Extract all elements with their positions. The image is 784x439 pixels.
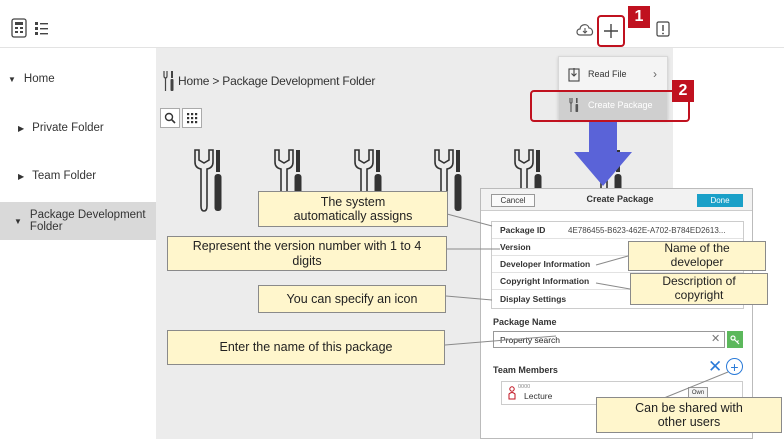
callout-package-name: Enter the name of this package bbox=[167, 330, 445, 365]
package-id-label: Package ID bbox=[500, 225, 546, 235]
user-icon bbox=[508, 386, 516, 405]
sidebar-item-label: Home bbox=[23, 73, 55, 85]
package-id-row: Package ID 4E786455-B623-462E-A702-B784E… bbox=[492, 222, 743, 239]
remove-member-icon[interactable]: ✕ bbox=[708, 357, 723, 376]
developer-info-row[interactable]: Developer Information bbox=[492, 256, 743, 273]
search-icon bbox=[164, 112, 176, 124]
sidebar-item-package-development-folder[interactable]: ▼ Package Development Folder bbox=[0, 202, 156, 240]
name-tool-button[interactable] bbox=[727, 331, 743, 348]
cancel-button[interactable]: Cancel bbox=[491, 194, 535, 207]
team-members-label: Team Members bbox=[493, 365, 558, 375]
list-view-icon[interactable] bbox=[34, 20, 50, 36]
member-name: Lecture bbox=[524, 391, 553, 401]
member-sub-label: 0000 bbox=[518, 384, 531, 390]
package-name-label: Package Name bbox=[493, 317, 557, 327]
highlight-add-button bbox=[597, 15, 625, 47]
clear-icon[interactable]: ✕ bbox=[711, 333, 721, 345]
chevron-right-icon: ▶ bbox=[18, 171, 25, 181]
menu-item-label: Create Package bbox=[588, 100, 653, 110]
copyright-info-row[interactable]: Copyright Information bbox=[492, 273, 743, 290]
package-icon[interactable] bbox=[192, 148, 224, 219]
plus-icon: + bbox=[730, 358, 739, 375]
breadcrumb[interactable]: Home > Package Development Folder bbox=[178, 74, 376, 88]
menu-item-label: Read File bbox=[588, 69, 627, 79]
chevron-right-icon: ▶ bbox=[18, 123, 25, 133]
developer-info-label: Developer Information bbox=[500, 259, 591, 269]
add-icon[interactable] bbox=[600, 20, 622, 42]
chevron-right-icon: › bbox=[653, 67, 657, 81]
tools-icon bbox=[568, 97, 580, 113]
app-menu-icon[interactable] bbox=[10, 17, 28, 39]
grid-view-button[interactable] bbox=[182, 108, 202, 128]
chevron-down-icon: ▼ bbox=[14, 216, 22, 226]
callout-copyright: Description of copyright bbox=[630, 273, 768, 305]
highlight-create-package bbox=[530, 90, 690, 122]
sidebar-item-label: Private Folder bbox=[32, 122, 104, 134]
copyright-info-label: Copyright Information bbox=[500, 276, 590, 286]
sidebar-item-label: Package Development Folder bbox=[29, 209, 146, 233]
callout-auto-assign: The system automatically assigns bbox=[258, 191, 448, 227]
step-badge-2: 2 bbox=[672, 80, 694, 102]
sidebar-item-label: Team Folder bbox=[32, 170, 97, 182]
menu-item-read-file[interactable]: Read File › bbox=[559, 59, 667, 89]
sidebar-item-private-folder[interactable]: ▶ Private Folder bbox=[0, 108, 156, 148]
key-icon bbox=[730, 334, 740, 344]
top-bar bbox=[0, 0, 784, 48]
cloud-sync-icon[interactable] bbox=[574, 20, 596, 40]
sidebar-item-team-folder[interactable]: ▶ Team Folder bbox=[0, 156, 156, 196]
version-label: Version bbox=[500, 242, 531, 252]
package-name-input[interactable]: Property search bbox=[493, 331, 725, 348]
display-settings-label: Display Settings bbox=[500, 293, 567, 304]
panel-header: Cancel Create Package Done bbox=[481, 189, 752, 211]
package-id-value: 4E786455-B623-462E-A702-B784ED2613... bbox=[568, 225, 726, 235]
search-button[interactable] bbox=[160, 108, 180, 128]
callout-version: Represent the version number with 1 to 4… bbox=[167, 236, 447, 271]
create-menu: Read File › Create Package bbox=[558, 56, 668, 120]
notification-icon[interactable] bbox=[655, 20, 671, 40]
display-settings-row[interactable]: Display Settings bbox=[492, 290, 743, 307]
breadcrumb-tools-icon bbox=[162, 70, 176, 97]
menu-item-create-package[interactable]: Create Package bbox=[559, 90, 667, 120]
sidebar: ▼ Home ▶ Private Folder ▶ Team Folder ▼ … bbox=[0, 48, 156, 439]
panel-title: Create Package bbox=[586, 194, 654, 204]
version-row[interactable]: Version bbox=[492, 239, 743, 256]
done-button[interactable]: Done bbox=[697, 194, 743, 207]
chevron-down-icon: ▼ bbox=[8, 74, 16, 84]
callout-icon: You can specify an icon bbox=[258, 285, 446, 313]
add-member-button[interactable]: + bbox=[726, 358, 743, 375]
step-badge-1: 1 bbox=[628, 6, 650, 28]
callout-developer: Name of the developer bbox=[628, 241, 766, 271]
grid-icon bbox=[187, 113, 198, 124]
file-import-icon bbox=[568, 67, 580, 82]
sidebar-item-home[interactable]: ▼ Home bbox=[0, 59, 156, 99]
flow-arrow-icon bbox=[572, 122, 634, 193]
callout-shared: Can be shared with other users bbox=[596, 397, 782, 433]
